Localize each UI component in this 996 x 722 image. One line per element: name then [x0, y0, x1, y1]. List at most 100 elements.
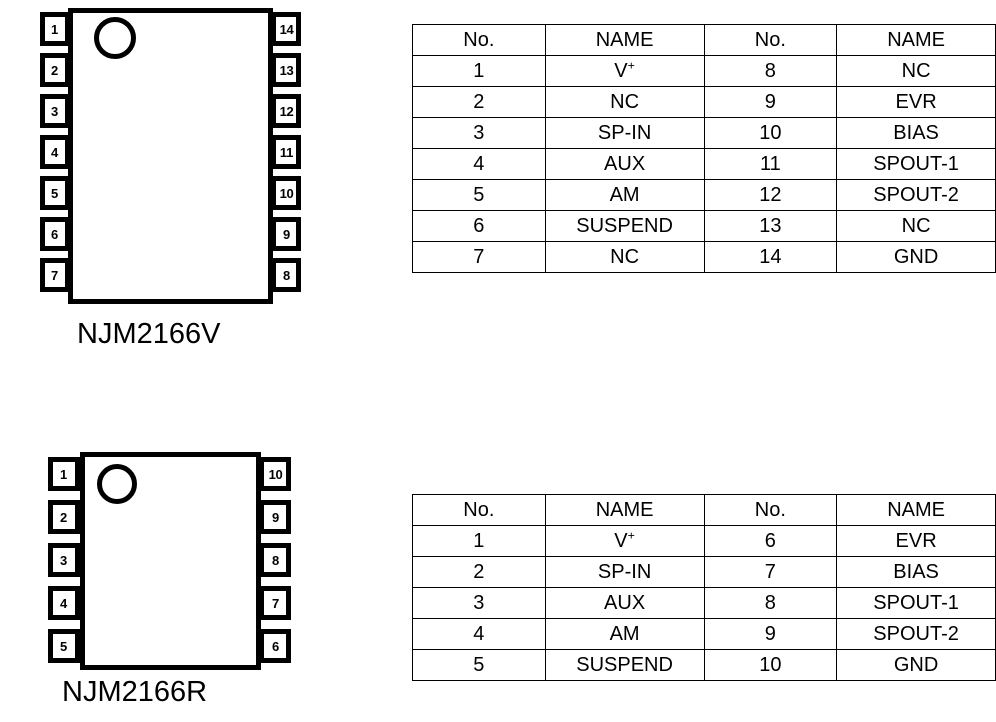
pin-name-cell: SUSPEND	[544, 649, 705, 681]
pin-3: 3	[48, 543, 80, 577]
pin-number-label: 14	[279, 21, 294, 37]
pin-name-cell: AM	[544, 618, 705, 650]
pin-number-cell: 9	[703, 618, 838, 650]
pin-number-label: 2	[51, 62, 58, 78]
pin-number-cell: 6	[703, 525, 838, 557]
pin-5: 5	[40, 176, 70, 210]
pin-10: 10	[259, 457, 291, 491]
pin-number-label: 5	[51, 185, 58, 201]
pin-number-cell: 6	[412, 210, 546, 242]
pin-name-cell: AUX	[544, 587, 705, 619]
pin-number-cell: 14	[703, 241, 838, 273]
pin-number-cell: 10	[703, 117, 838, 149]
pin-number-cell: 5	[412, 179, 546, 211]
pin-7: 7	[40, 258, 70, 292]
pin-name-cell: AM	[544, 179, 705, 211]
pin-number-cell: 3	[412, 117, 546, 149]
pin-number-label: 7	[272, 595, 279, 611]
pin-number-cell: 8	[703, 55, 838, 87]
pin-name-cell: V+	[544, 525, 705, 557]
pin-name-cell: NC	[836, 210, 996, 242]
package-part-number-label: NJM2166V	[77, 318, 221, 350]
pin-name-cell: SPOUT-1	[836, 587, 996, 619]
pin-number-cell: 9	[703, 86, 838, 118]
pin-12: 12	[271, 94, 301, 128]
pin-3: 3	[40, 94, 70, 128]
column-header-name: NAME	[544, 494, 705, 526]
pin-number-label: 12	[279, 103, 294, 119]
pin-name-cell: V+	[544, 55, 705, 87]
pin-number-label: 3	[51, 103, 58, 119]
pin-name-cell: SP-IN	[544, 117, 705, 149]
pin-name-cell: BIAS	[836, 556, 996, 588]
pin-number-cell: 10	[703, 649, 838, 681]
pin-number-label: 6	[51, 226, 58, 242]
pin-number-label: 6	[272, 638, 279, 654]
pin-1-marker-circle-icon	[94, 17, 136, 59]
pin-number-label: 13	[279, 62, 294, 78]
pin-name-cell: AUX	[544, 148, 705, 180]
pin-2: 2	[40, 53, 70, 87]
pin-name-cell: NC	[544, 86, 705, 118]
pin-name-cell: SPOUT-2	[836, 179, 996, 211]
pin-1-marker-circle-icon	[97, 464, 137, 504]
pin-9: 9	[259, 500, 291, 534]
pin-number-label: 5	[60, 638, 67, 654]
column-header-no: No.	[412, 24, 546, 56]
pin-7: 7	[259, 586, 291, 620]
pin-14: 14	[271, 12, 301, 46]
pin-2: 2	[48, 500, 80, 534]
column-header-name: NAME	[836, 494, 996, 526]
pin-number-label: 4	[51, 144, 58, 160]
pin-number-cell: 5	[412, 649, 546, 681]
column-header-name: NAME	[544, 24, 705, 56]
package-body	[68, 8, 273, 304]
pin-number-label: 11	[279, 144, 294, 160]
pin-11: 11	[271, 135, 301, 169]
column-header-no: No.	[412, 494, 546, 526]
pin-number-cell: 1	[412, 55, 546, 87]
pin-number-cell: 4	[412, 618, 546, 650]
pin-1: 1	[40, 12, 70, 46]
pin-number-label: 7	[51, 267, 58, 283]
pin-13: 13	[271, 53, 301, 87]
column-header-no: No.	[703, 24, 838, 56]
pin-name-cell: GND	[836, 649, 996, 681]
pin-name-cell: EVR	[836, 525, 996, 557]
pin-number-cell: 4	[412, 148, 546, 180]
pin-number-label: 9	[283, 226, 290, 242]
pin-number-label: 8	[272, 552, 279, 568]
pin-name-cell: EVR	[836, 86, 996, 118]
pin-number-label: 10	[279, 185, 294, 201]
pin-number-label: 10	[268, 466, 283, 482]
pin-number-cell: 3	[412, 587, 546, 619]
pin-4: 4	[48, 586, 80, 620]
pin-number-label: 9	[272, 509, 279, 525]
pin-name-cell: SPOUT-2	[836, 618, 996, 650]
pin-name-cell: NC	[544, 241, 705, 273]
pin-number-cell: 2	[412, 86, 546, 118]
pin-number-cell: 2	[412, 556, 546, 588]
pin-9: 9	[271, 217, 301, 251]
pin-number-cell: 1	[412, 525, 546, 557]
pin-name-cell: NC	[836, 55, 996, 87]
pin-name-cell: SPOUT-1	[836, 148, 996, 180]
pin-number-label: 4	[60, 595, 67, 611]
pin-8: 8	[271, 258, 301, 292]
pin-1: 1	[48, 457, 80, 491]
pin-6: 6	[259, 629, 291, 663]
pin-number-label: 3	[60, 552, 67, 568]
pin-number-cell: 13	[703, 210, 838, 242]
